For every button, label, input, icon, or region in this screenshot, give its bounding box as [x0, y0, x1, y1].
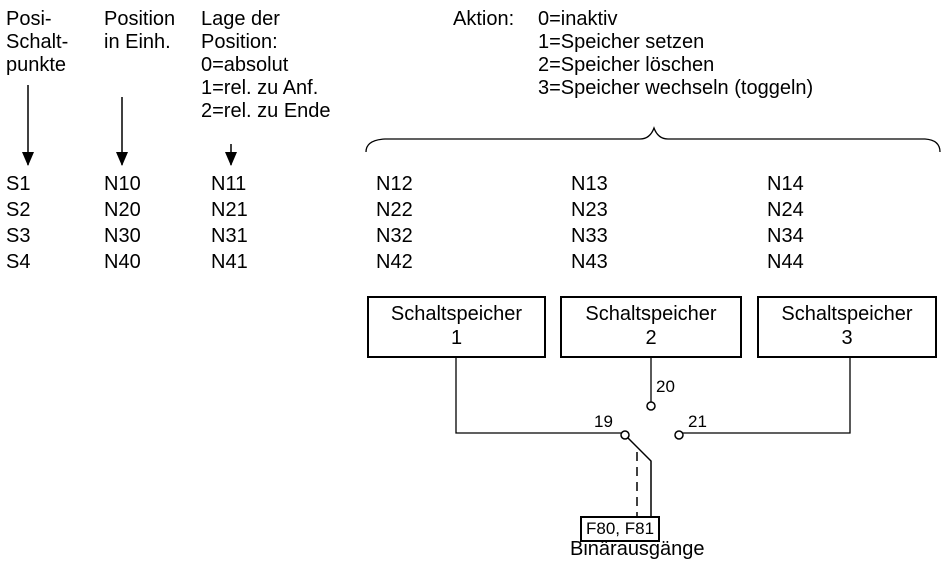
table-cell: N11	[211, 173, 247, 195]
box-number: 1	[450, 327, 463, 349]
table-cell: N43	[571, 251, 608, 273]
function-box-f80-f81: F80, F81	[580, 516, 661, 542]
arrowhead-col2	[116, 152, 128, 166]
header-col3-line2: Position:	[201, 31, 278, 53]
table-cell: N31	[211, 225, 248, 247]
table-cell: N24	[767, 199, 804, 221]
pin-19-label: 19	[594, 412, 613, 431]
table-cell: N20	[104, 199, 141, 221]
table-cell: S2	[6, 199, 31, 221]
box-number: 2	[645, 327, 657, 349]
header-col3-line4: 1=rel. zu Anf.	[201, 77, 319, 99]
header-col3-line3: 0=absolut	[201, 54, 289, 76]
schaltspeicher-box-2: Schaltspeicher 2	[560, 296, 742, 358]
pin-20-contact	[646, 401, 656, 411]
action-brace	[365, 126, 941, 153]
box-title: Schaltspeicher	[781, 303, 913, 325]
table-cell: S3	[6, 225, 31, 247]
aktion-line-2: 2=Speicher löschen	[538, 54, 715, 76]
pin-21-label: 21	[688, 412, 707, 431]
pin-21-contact	[674, 430, 684, 440]
table-cell: S4	[6, 251, 31, 273]
aktion-label: Aktion:	[453, 8, 515, 30]
header-col1-line1: Posi-	[6, 8, 52, 30]
table-cell: N32	[376, 225, 413, 247]
table-cell: N42	[376, 251, 413, 273]
table-cell: N10	[104, 173, 141, 195]
schaltspeicher-box-1: Schaltspeicher 1	[367, 296, 546, 358]
schaltspeicher-box-3: Schaltspeicher 3	[757, 296, 937, 358]
header-col3-line1: Lage der	[201, 8, 280, 30]
header-col3-line5: 2=rel. zu Ende	[201, 100, 331, 122]
table-cell: N22	[376, 199, 413, 221]
table-cell: N41	[211, 251, 248, 273]
switch-lever	[627, 437, 652, 540]
aktion-line-3: 3=Speicher wechseln (toggeln)	[538, 77, 814, 99]
header-col1-line2: Schalt-	[6, 31, 69, 53]
box-title: Schaltspeicher	[390, 303, 523, 325]
table-cell: N40	[104, 251, 141, 273]
aktion-line-1: 1=Speicher setzen	[538, 31, 705, 53]
header-col2-line1: Position	[104, 8, 176, 30]
table-cell: N34	[767, 225, 804, 247]
table-cell: N12	[376, 173, 413, 195]
pin-20-label: 20	[656, 377, 675, 396]
box-title: Schaltspeicher	[585, 303, 717, 325]
wire-box1	[455, 358, 622, 434]
header-col1-line3: punkte	[6, 54, 67, 76]
table-cell: N21	[211, 199, 248, 221]
aktion-line-0: 0=inaktiv	[538, 8, 618, 30]
wire-box3	[682, 358, 851, 434]
table-cell: N44	[767, 251, 804, 273]
table-cell: N23	[571, 199, 608, 221]
table-cell: N14	[767, 173, 804, 195]
arrowhead-col1	[22, 152, 34, 166]
arrowhead-col3	[225, 152, 237, 166]
table-cell: N30	[104, 225, 141, 247]
header-col2-line2: in Einh.	[104, 31, 171, 53]
table-cell: S1	[6, 173, 31, 195]
table-cell: N13	[571, 173, 608, 195]
pin-19-contact	[620, 430, 630, 440]
box-number: 3	[841, 327, 853, 349]
table-cell: N33	[571, 225, 608, 247]
binaerausgaenge-label: Binärausgänge	[570, 538, 705, 560]
